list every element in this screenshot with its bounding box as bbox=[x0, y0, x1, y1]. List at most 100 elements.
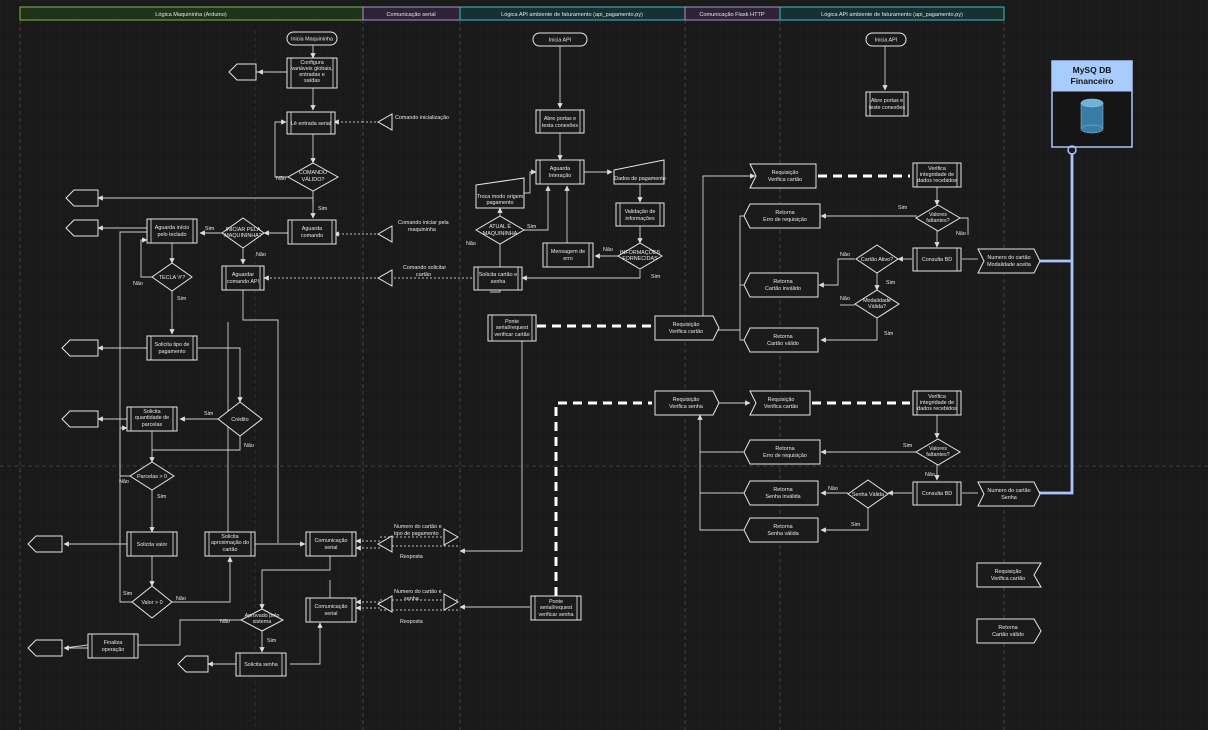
node-retorna-erro-1[interactable]: Retorna Erro de requisição bbox=[743, 203, 821, 229]
serial-arrow-icon bbox=[376, 595, 393, 613]
svg-text:testa conexões: testa conexões bbox=[542, 123, 579, 129]
node-comunicacao-serial-2[interactable]: Comunicação serial bbox=[305, 597, 357, 623]
node-consulta-bd-1[interactable]: Consulta BD bbox=[912, 247, 962, 272]
node-solicita-aproximacao[interactable]: Solicita aproximação do cartão bbox=[204, 531, 256, 557]
label-nao: Não bbox=[466, 241, 476, 247]
svg-text:verificar cartão: verificar cartão bbox=[494, 332, 529, 338]
svg-text:Aguarda: Aguarda bbox=[550, 166, 570, 172]
svg-text:parcelas: parcelas bbox=[142, 422, 163, 428]
svg-text:ATUAL É: ATUAL É bbox=[489, 223, 511, 230]
svg-text:Comando solicitar: Comando solicitar bbox=[403, 265, 446, 271]
node-req-senha-1[interactable]: Requisição Verifica senha bbox=[654, 390, 720, 416]
node-ponte-senha[interactable]: Ponte serial/request verificar senha bbox=[530, 595, 582, 621]
node-retorna-senha-valida[interactable]: Retorna Senha válida bbox=[743, 517, 819, 543]
node-atual-maquininha[interactable]: ATUAL É MAQUININHA bbox=[475, 215, 525, 245]
lane-api2-title: Lógica API ambiente de faturamento (api_… bbox=[821, 12, 963, 18]
svg-text:Retorna: Retorna bbox=[773, 334, 792, 340]
node-tecla[interactable]: TECLA '#'? bbox=[151, 262, 193, 292]
node-retorna-invalido[interactable]: Retorna Cartão inválido bbox=[743, 272, 819, 298]
svg-text:Solicita tipo de: Solicita tipo de bbox=[154, 342, 189, 348]
svg-text:serial: serial bbox=[325, 611, 338, 617]
node-credito[interactable]: Crédito bbox=[217, 401, 263, 437]
svg-text:Validação de: Validação de bbox=[625, 209, 656, 215]
node-aguarda-comando-api[interactable]: Aguardar comando API bbox=[221, 265, 265, 291]
node-informacoes-fornecidas[interactable]: INFORMAÇÕES FORNECIDAS bbox=[617, 242, 663, 270]
svg-text:Ponte: Ponte bbox=[505, 319, 519, 325]
database-title-2: Financeiro bbox=[1071, 76, 1114, 86]
svg-text:Modalidade: Modalidade bbox=[863, 298, 891, 304]
node-aguarda-inicio-teclado[interactable]: Aguarda início pelo teclado bbox=[146, 218, 198, 244]
http-bridges bbox=[537, 174, 910, 596]
node-dados-pagamento[interactable]: Dados de pagamento bbox=[613, 159, 666, 185]
label-nao: Não bbox=[220, 619, 230, 625]
node-troca-modo[interactable]: Troca modo origem pagamento bbox=[475, 177, 525, 209]
database-card[interactable]: MySQ DB Financeiro bbox=[1051, 60, 1133, 155]
node-verifica-integridade-2[interactable]: Verifica integridade de dados recebidos bbox=[912, 390, 962, 416]
node-finaliza-operacao[interactable]: Finaliza operação bbox=[87, 633, 139, 659]
node-retorna-valido[interactable]: Retorna Cartão válido bbox=[743, 327, 819, 353]
svg-text:Configura: Configura bbox=[300, 60, 323, 66]
svg-text:comando API: comando API bbox=[227, 279, 259, 285]
database-icon bbox=[1080, 98, 1104, 134]
node-solicita-senha[interactable]: Solicita senha bbox=[235, 652, 287, 677]
node-solicita-tipo[interactable]: Solicita tipo de pagamento bbox=[146, 335, 198, 361]
node-valores-faltantes-1[interactable]: Valores faltantes? bbox=[915, 204, 961, 232]
node-comando-valido[interactable]: COMANDO VÁLIDO? bbox=[286, 162, 340, 192]
svg-text:erro: erro bbox=[563, 256, 573, 262]
node-numero-senha-db[interactable]: Numero do cartão Senha bbox=[977, 481, 1041, 507]
svg-text:pelo teclado: pelo teclado bbox=[157, 232, 186, 238]
node-senha-valida[interactable]: Senha Válida bbox=[847, 479, 889, 509]
node-aguarda-comando[interactable]: Aguarda comando bbox=[287, 219, 337, 245]
node-inicia-api-1[interactable]: Inicia API bbox=[532, 32, 588, 47]
node-valores-faltantes-2[interactable]: Valores faltantes? bbox=[915, 438, 961, 466]
node-consulta-bd-2[interactable]: Consulta BD bbox=[912, 481, 962, 506]
node-validacao[interactable]: Validação de informações bbox=[615, 202, 665, 227]
node-req-cartao-2[interactable]: Requisição Verifica cartão bbox=[749, 163, 817, 189]
svg-text:Senha válida: Senha válida bbox=[767, 531, 798, 537]
svg-text:Comunicação: Comunicação bbox=[315, 538, 348, 544]
node-verifica-integridade-1[interactable]: Verifica integridade de dados recebidos bbox=[912, 162, 962, 188]
label-sim: Sim bbox=[527, 224, 537, 230]
display-terminal bbox=[61, 410, 99, 428]
serial-nodes: Comando inicialização Comando iniciar pe… bbox=[376, 113, 460, 613]
node-inicia-maquininha[interactable]: Inicia Maquininha bbox=[286, 31, 338, 46]
node-parcelas[interactable]: Parcelas > 0 bbox=[129, 461, 175, 491]
node-comunicacao-serial-1[interactable]: Comunicação serial bbox=[305, 531, 357, 557]
lane-serial-title: Comunicação serial bbox=[386, 12, 435, 18]
svg-text:Erro de requisição: Erro de requisição bbox=[763, 217, 807, 223]
node-retorna-erro-2[interactable]: Retorna Erro de requisição bbox=[743, 439, 821, 465]
svg-text:TECLA '#'?: TECLA '#'? bbox=[159, 275, 186, 281]
serial-arrow-icon bbox=[376, 225, 393, 243]
node-req-cartao-1[interactable]: Requisição Verifica cartão bbox=[654, 315, 720, 341]
svg-text:Inicia Maquininha: Inicia Maquininha bbox=[291, 37, 333, 43]
svg-text:integridade de: integridade de bbox=[920, 400, 954, 406]
node-mensagem-erro[interactable]: Mensagem de erro bbox=[542, 242, 594, 268]
node-configura[interactable]: Configura variáveis globais, entradas e … bbox=[286, 57, 338, 89]
svg-text:dados recebidos: dados recebidos bbox=[917, 406, 957, 412]
svg-text:Abre portas e: Abre portas e bbox=[544, 116, 576, 122]
node-numero-modalidade[interactable]: Numero do cartão Modalidade aceita bbox=[977, 248, 1041, 274]
node-aguarda-interacao[interactable]: Aguarda Interação bbox=[535, 159, 585, 185]
node-aprovado[interactable]: Aprovado pelo sistema bbox=[239, 608, 285, 632]
node-modalidade-valida[interactable]: Modalidade Válida? bbox=[854, 289, 900, 319]
node-solicita-valor[interactable]: Solicita valor bbox=[126, 531, 178, 557]
node-cartao-ativo[interactable]: Cartão Ativo? bbox=[855, 244, 899, 274]
node-valor[interactable]: Valor > 0 bbox=[131, 585, 173, 619]
node-retorna-senha-invalida[interactable]: Retorna Senha inválida bbox=[743, 480, 819, 506]
node-iniciar-pela-maquininha[interactable]: INICIAR PELA MAQUININHA? bbox=[221, 217, 265, 249]
svg-text:Cartão válido: Cartão válido bbox=[992, 632, 1024, 638]
svg-text:dados recebidos: dados recebidos bbox=[917, 178, 957, 184]
label-nao: Não bbox=[244, 443, 254, 449]
node-ponte-cartao[interactable]: Ponte serial/request verificar cartão bbox=[487, 314, 537, 342]
svg-text:faltantes?: faltantes? bbox=[926, 218, 949, 224]
node-le-entrada-serial[interactable]: Lê entrada serial bbox=[286, 111, 336, 135]
node-inicia-api-2[interactable]: Inicia API bbox=[865, 32, 907, 47]
node-abre-portas-1[interactable]: Abre portas e testa conexões bbox=[535, 109, 585, 134]
node-solicita-cartao-senha[interactable]: Solicita cartão e senha bbox=[473, 266, 523, 291]
node-solicita-parcelas[interactable]: Solicita quantidade de parcelas bbox=[126, 406, 178, 432]
serial-arrow-icon bbox=[443, 528, 460, 546]
label-sim: Sim bbox=[205, 226, 215, 232]
node-abre-portas-2[interactable]: Abre portas e teste conexões bbox=[865, 91, 909, 117]
lane-flask-title: Comunicação Flask HTTP bbox=[699, 12, 765, 18]
node-req-cartao-3[interactable]: Requisição Verifica cartão bbox=[749, 390, 811, 416]
